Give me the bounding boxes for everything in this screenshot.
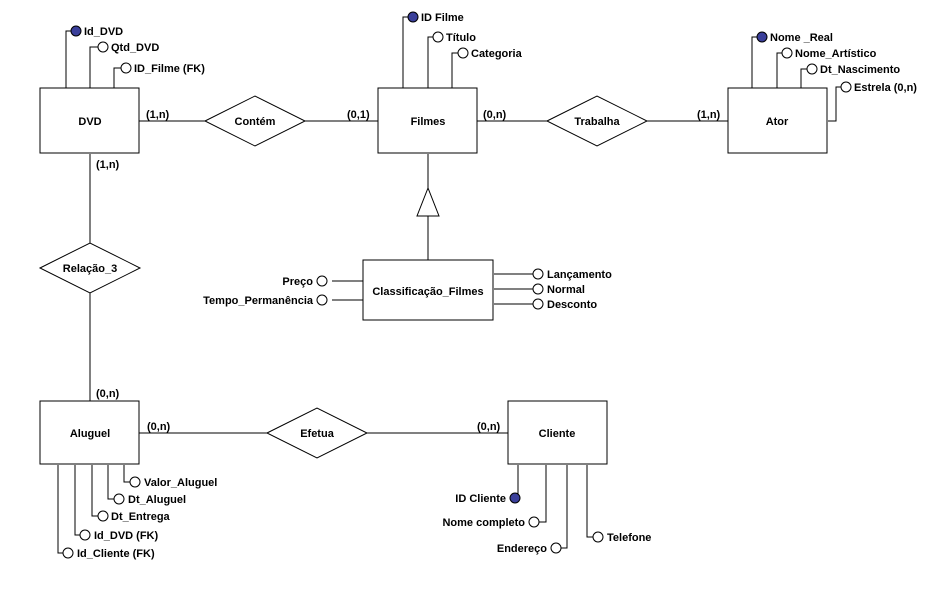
- key-attribute-marker: [70, 25, 82, 37]
- attribute-marker: [532, 268, 544, 280]
- attribute-marker: [457, 47, 469, 59]
- attr-aluguel-dtentrega: Dt_Entrega: [111, 511, 171, 523]
- entity-dvd[interactable]: DVD: [39, 87, 140, 154]
- attr-ator-dtnascimento: Dt_Nascimento: [820, 64, 900, 76]
- cardinalities: (1,n) (0,1) (0,n) (1,n) (1,n) (0,n) (0,n…: [96, 109, 721, 433]
- cardinality-aluguel-relacao3: (0,n): [96, 388, 120, 400]
- attribute-marker: [432, 31, 444, 43]
- attributes-aluguel: Valor_Aluguel Dt_Aluguel Dt_Entrega Id_D…: [62, 476, 217, 560]
- entity-cliente-label: Cliente: [539, 428, 576, 440]
- cardinality-cliente-efetua: (0,n): [477, 421, 501, 433]
- entity-classificacao-label: Classificação_Filmes: [372, 286, 483, 298]
- attr-classificacao-lancamento: Lançamento: [547, 269, 612, 281]
- attr-cliente-telefone: Telefone: [607, 532, 651, 544]
- entity-aluguel-label: Aluguel: [70, 428, 110, 440]
- attr-ator-nomereal: Nome _Real: [770, 32, 833, 44]
- relationship-efetua[interactable]: Efetua: [265, 407, 369, 459]
- attribute-marker: [806, 63, 818, 75]
- entity-ator[interactable]: Ator: [727, 87, 828, 154]
- relationship-trabalha-label: Trabalha: [574, 116, 620, 128]
- attr-dvd-id: Id_DVD: [84, 26, 123, 38]
- attr-dvd-qtd: Qtd_DVD: [111, 42, 159, 54]
- attr-aluguel-valor: Valor_Aluguel: [144, 477, 217, 489]
- attribute-marker: [592, 531, 604, 543]
- attributes-classificacao: Preço Tempo_Permanência Lançamento Norma…: [203, 268, 612, 311]
- attributes-cliente: ID Cliente Nome completo Endereço Telefo…: [442, 492, 651, 555]
- attr-classificacao-tempo: Tempo_Permanência: [203, 295, 314, 307]
- attribute-stems: [57, 16, 841, 554]
- cardinality-aluguel-efetua: (0,n): [147, 421, 171, 433]
- attribute-marker: [129, 476, 141, 488]
- attributes-ator: Nome _Real Nome_Artístico Dt_Nascimento …: [756, 31, 917, 94]
- relationship-trabalha[interactable]: Trabalha: [545, 95, 649, 147]
- attribute-marker: [781, 47, 793, 59]
- attr-cliente-endereco: Endereço: [497, 543, 547, 555]
- attribute-marker: [113, 493, 125, 505]
- attributes-dvd: Id_DVD Qtd_DVD ID_Filme (FK): [70, 25, 205, 75]
- attr-classificacao-desconto: Desconto: [547, 299, 597, 311]
- attr-filmes-categoria: Categoria: [471, 48, 523, 60]
- entity-dvd-label: DVD: [78, 116, 101, 128]
- attribute-marker: [120, 62, 132, 74]
- relationship-contem-label: Contém: [235, 116, 276, 128]
- attribute-marker: [840, 81, 852, 93]
- attributes-filmes: ID Filme Título Categoria: [407, 11, 523, 60]
- attr-filmes-titulo: Título: [446, 32, 476, 44]
- attr-cliente-nome: Nome completo: [442, 517, 525, 529]
- attribute-marker: [316, 275, 328, 287]
- attr-ator-estrela: Estrela (0,n): [854, 82, 917, 94]
- attribute-marker: [532, 298, 544, 310]
- key-attribute-marker: [407, 11, 419, 23]
- entity-ator-label: Ator: [766, 116, 789, 128]
- attribute-marker: [79, 529, 91, 541]
- specialization-triangle: [416, 186, 440, 217]
- entity-filmes-label: Filmes: [411, 116, 446, 128]
- attr-aluguel-iddvd: Id_DVD (FK): [94, 530, 159, 542]
- cardinality-ator-trabalha: (1,n): [697, 109, 721, 121]
- attr-classificacao-preco: Preço: [282, 276, 313, 288]
- attr-ator-nomeartistico: Nome_Artístico: [795, 48, 877, 60]
- key-attribute-marker: [509, 492, 521, 504]
- attr-cliente-id: ID Cliente: [455, 493, 506, 505]
- attribute-marker: [62, 547, 74, 559]
- attr-aluguel-idcliente: Id_Cliente (FK): [77, 548, 155, 560]
- attr-dvd-idfilme: ID_Filme (FK): [134, 63, 205, 75]
- cardinality-dvd-relacao3: (1,n): [96, 159, 120, 171]
- attr-filmes-id: ID Filme: [421, 12, 464, 24]
- attr-classificacao-normal: Normal: [547, 284, 585, 296]
- relationship-contem[interactable]: Contém: [203, 95, 307, 147]
- key-attribute-marker: [756, 31, 768, 43]
- connector-lines: [89, 120, 728, 434]
- entity-classificacao-filmes[interactable]: Classificação_Filmes: [362, 259, 494, 321]
- attribute-marker: [528, 516, 540, 528]
- entity-filmes[interactable]: Filmes: [377, 87, 478, 154]
- attribute-marker: [550, 542, 562, 554]
- relationship-efetua-label: Efetua: [300, 428, 335, 440]
- attribute-marker: [97, 510, 109, 522]
- cardinality-filmes-contem: (0,1): [347, 109, 370, 121]
- cardinality-dvd-contem: (1,n): [146, 109, 170, 121]
- entity-aluguel[interactable]: Aluguel: [39, 400, 140, 465]
- attribute-marker: [316, 294, 328, 306]
- attr-aluguel-dtaluguel: Dt_Aluguel: [128, 494, 186, 506]
- relationship-relacao3[interactable]: Relação_3: [38, 242, 142, 294]
- attribute-marker: [532, 283, 544, 295]
- attribute-marker: [97, 41, 109, 53]
- relationship-relacao3-label: Relação_3: [63, 263, 117, 275]
- entity-cliente[interactable]: Cliente: [507, 400, 608, 465]
- cardinality-filmes-trabalha: (0,n): [483, 109, 507, 121]
